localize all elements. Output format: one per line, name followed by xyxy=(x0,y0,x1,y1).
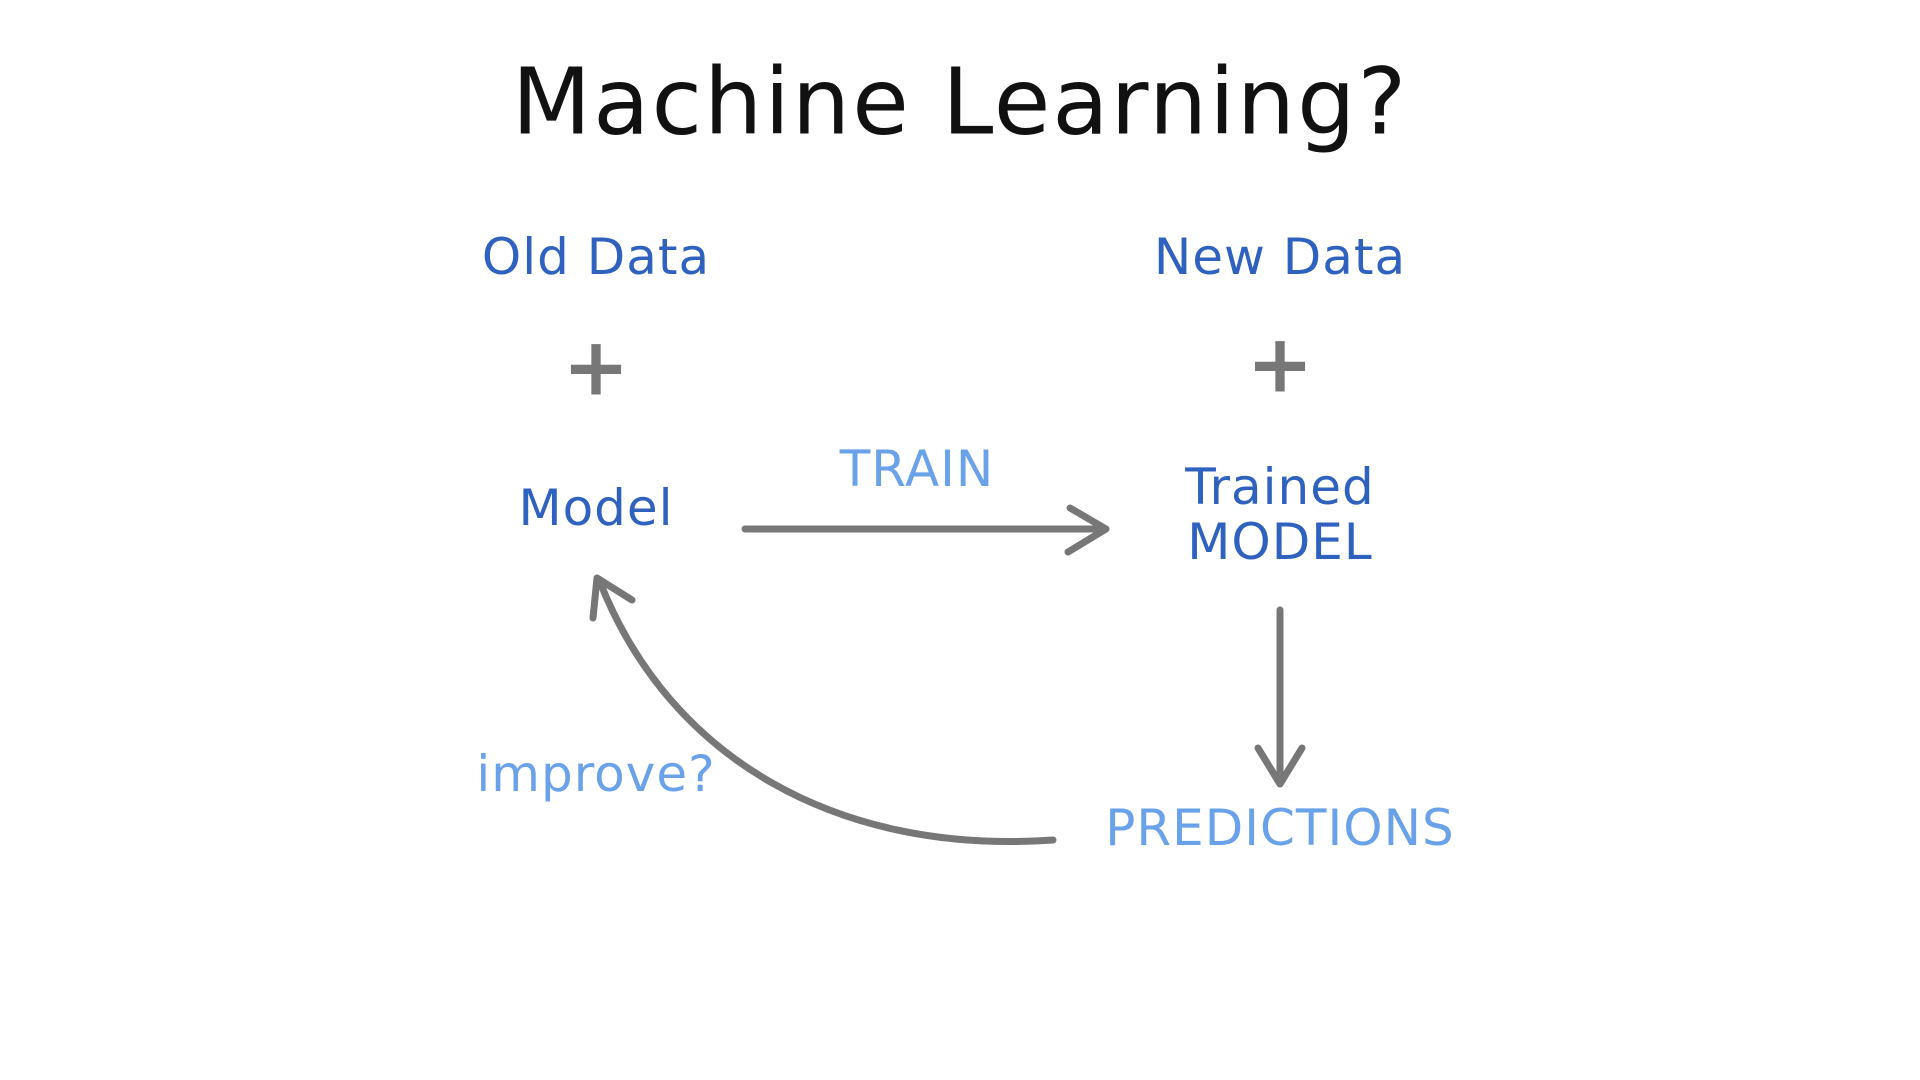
plus-icon: + xyxy=(1246,317,1314,411)
improve-label: improve? xyxy=(476,745,716,803)
old-data-label: Old Data xyxy=(481,228,711,286)
plus-icon: + xyxy=(562,320,630,414)
improve-arrow xyxy=(589,574,1057,846)
predictions-label: PREDICTIONS xyxy=(1105,799,1455,857)
slide-title: Machine Learning? xyxy=(511,48,1409,156)
new-data-label: New Data xyxy=(1153,228,1407,286)
train-arrow xyxy=(741,504,1110,556)
model-label: Model xyxy=(518,479,674,537)
predict-arrow xyxy=(1254,606,1306,788)
train-label: TRAIN xyxy=(839,440,995,498)
model-caps-label: MODEL xyxy=(1187,513,1373,571)
trained-label: Trained xyxy=(1185,458,1375,516)
